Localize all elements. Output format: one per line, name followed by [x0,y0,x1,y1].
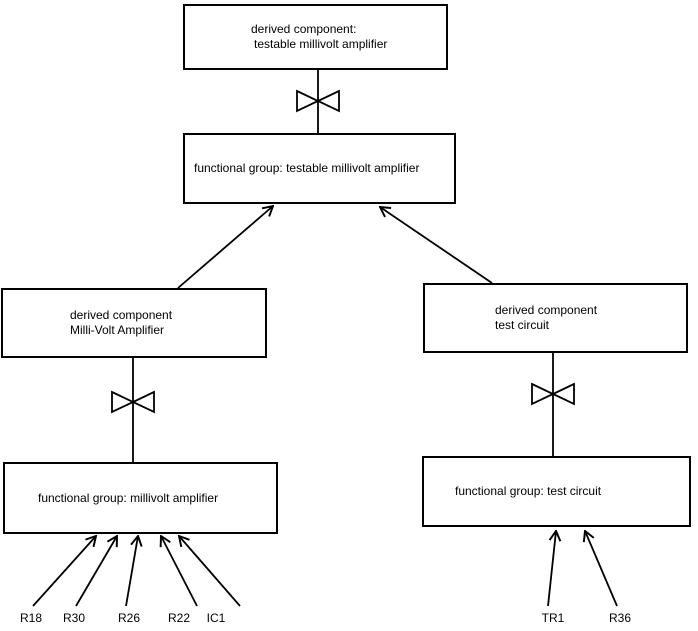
arrow-left-derived-to-top [177,206,273,289]
arrow-r36 [585,531,618,607]
arrow-tr1 [547,531,556,607]
box-derived-testable-millivolt-amplifier: derived component: testable millivolt am… [183,4,448,70]
box-text-line: Milli-Volt Amplifier [70,323,165,337]
box-text-line: derived component [495,303,598,317]
box-text-line: functional group: testable millivolt amp… [194,161,420,175]
leaf-label-r26: R26 [117,611,140,625]
arrow-ic1 [179,536,241,607]
arrow-r18 [32,536,96,607]
leaf-label-r22: R22 [167,611,190,625]
box-functional-group-millivolt-amplifier: functional group: millivolt amplifier [3,462,278,534]
box-derived-milli-volt-amplifier: derived component Milli-Volt Amplifier [1,288,267,358]
leaf-label-ic1: IC1 [206,611,226,625]
leaf-label-r30: R30 [62,611,85,625]
box-text-line: test circuit [495,318,550,332]
box-text-line: functional group: millivolt amplifier [38,490,219,505]
box-functional-group-testable-millivolt-amplifier: functional group: testable millivolt amp… [183,133,456,204]
bowtie-icon-top [296,89,340,113]
bowtie-icon-left [111,390,155,414]
leaf-label-r18: R18 [19,611,42,625]
arrow-r30 [75,536,117,607]
box-text-line: functional group: test circuit [455,484,602,498]
box-text-line: derived component [70,308,173,322]
arrow-right-derived-to-top [380,207,493,284]
box-text-line: derived component: [251,22,357,36]
arrow-r22 [161,536,198,607]
box-functional-group-test-circuit: functional group: test circuit [422,456,691,527]
arrow-r26 [125,536,138,607]
box-text-line: testable millivolt amplifier [254,37,388,51]
leaf-label-tr1: TR1 [541,611,565,625]
bowtie-icon-right [531,382,575,406]
box-derived-test-circuit: derived component test circuit [423,283,688,353]
leaf-label-r36: R36 [608,611,631,625]
